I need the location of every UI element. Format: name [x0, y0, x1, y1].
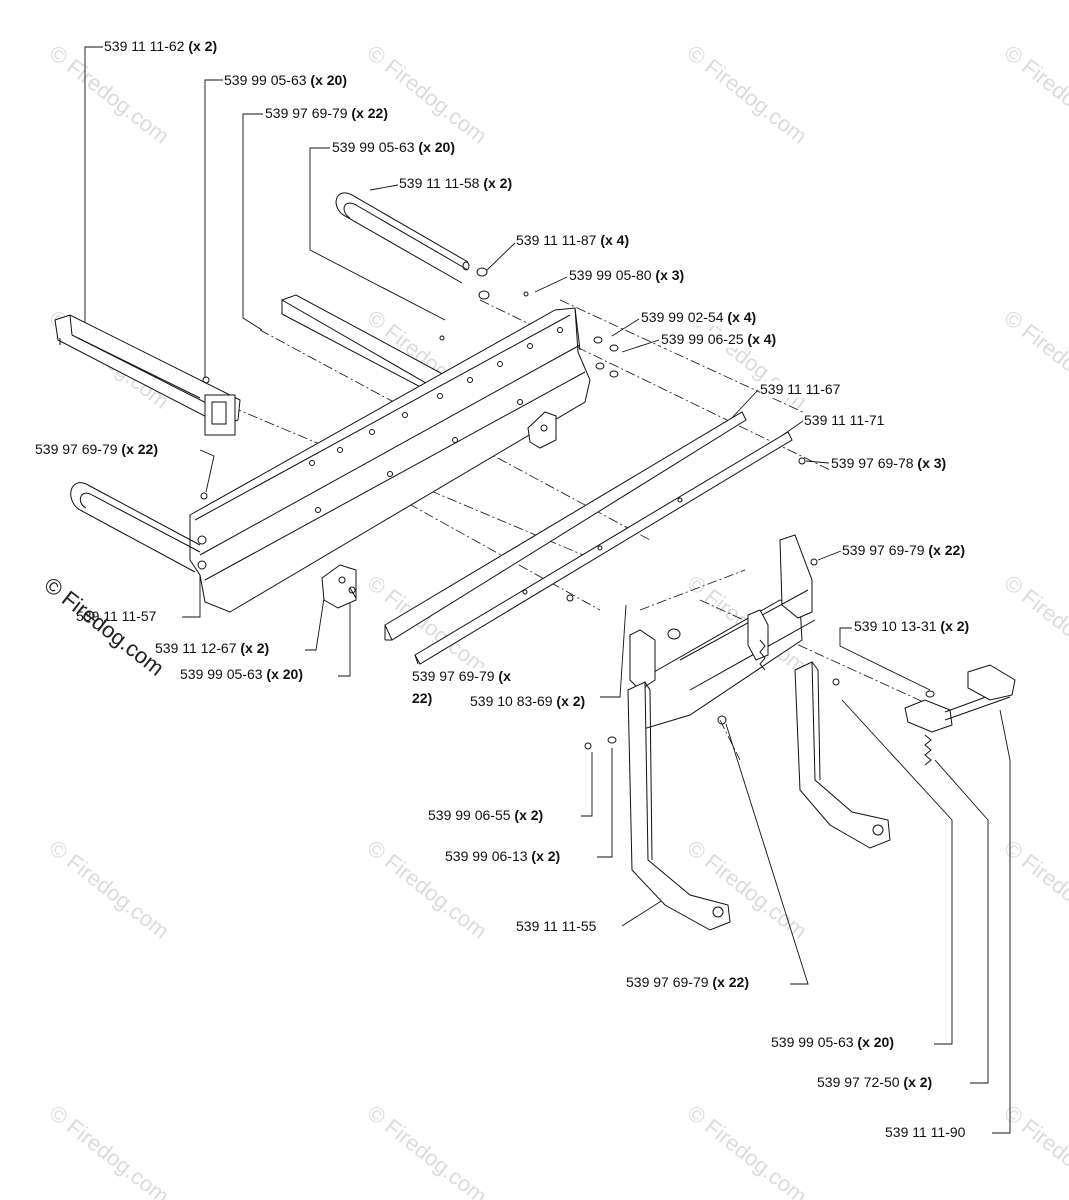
part-callout: 539 10 13-31 (x 2) — [854, 618, 970, 635]
part-callout: 539 97 69-79 (x 22) — [626, 974, 749, 991]
frame-bracket — [527, 411, 557, 449]
part-callout: 539 97 72-50 (x 2) — [817, 1074, 933, 1091]
part-number: 539 11 11-58 — [399, 175, 480, 191]
part-number: 539 97 69-78 — [831, 455, 914, 471]
part-quantity: (x 20) — [310, 72, 347, 88]
part-number: 539 99 05-63 — [224, 72, 307, 88]
part-quantity: (x 20) — [266, 666, 303, 682]
part-quantity: (x 22) — [928, 542, 965, 558]
latch-pin — [904, 664, 1016, 766]
part-quantity: (x 20) — [418, 139, 455, 155]
part-callout: 539 99 06-55 (x 2) — [428, 807, 544, 824]
part-quantity: (x 2) — [940, 618, 970, 634]
part-callout: 539 10 83-69 (x 2) — [470, 693, 586, 710]
part-number: 539 10 83-69 — [470, 693, 553, 709]
main-frame — [189, 307, 591, 613]
part-callout: 539 99 06-13 (x 2) — [445, 848, 561, 865]
part-number: 539 97 72-50 — [817, 1074, 900, 1090]
part-number: 539 11 11-67 — [760, 381, 841, 397]
left-leg — [627, 681, 731, 931]
part-quantity: (x 4) — [600, 232, 630, 248]
part-callout: 539 97 69-79 (x 22) — [35, 441, 158, 458]
part-callout: 539 11 11-55 — [516, 918, 597, 935]
part-callout: 539 99 05-80 (x 3) — [569, 267, 685, 284]
part-number: 539 97 69-79 — [265, 105, 348, 121]
upper-hairpin-pin — [335, 192, 470, 284]
part-quantity: (x 2) — [556, 693, 586, 709]
part-number: 539 97 69-79 — [412, 668, 495, 684]
part-number: 539 11 11-90 — [885, 1124, 966, 1140]
part-callout: 539 99 05-63 (x 20) — [180, 666, 303, 683]
part-quantity: (x 2) — [903, 1074, 933, 1090]
part-number: 539 97 69-79 — [35, 441, 118, 457]
part-number: 539 99 06-13 — [445, 848, 528, 864]
part-callout: 539 11 11-90 — [885, 1124, 966, 1141]
part-number: 539 99 05-63 — [332, 139, 415, 155]
part-quantity: (x 2) — [240, 640, 270, 656]
part-callout: 539 97 69-79 (x 22) — [265, 105, 388, 122]
left-hitch-post — [54, 314, 241, 436]
part-quantity: (x — [498, 668, 511, 684]
part-number: 539 99 05-80 — [569, 267, 652, 283]
part-quantity: (x 2) — [514, 807, 544, 823]
right-upright-frame — [629, 534, 816, 731]
part-quantity: (x 2) — [531, 848, 561, 864]
part-callout: 539 99 05-63 (x 20) — [332, 139, 455, 156]
part-quantity: 22) — [412, 690, 433, 706]
part-number: 539 11 11-55 — [516, 918, 597, 934]
part-quantity: (x 3) — [655, 267, 685, 283]
part-number: 539 99 05-63 — [771, 1034, 854, 1050]
part-number: 539 11 12-67 — [155, 640, 237, 656]
part-quantity: (x 2) — [483, 175, 513, 191]
small-bracket — [321, 564, 357, 609]
part-callout: 539 97 69-79 (x 22) — [842, 542, 965, 559]
part-number: 539 11 11-71 — [804, 412, 885, 428]
part-number: 539 99 06-25 — [661, 331, 744, 347]
part-callout: 539 11 11-62 (x 2) — [104, 38, 218, 55]
part-callout: 539 99 02-54 (x 4) — [641, 309, 757, 326]
part-callout: 539 97 69-78 (x 3) — [831, 455, 947, 472]
part-number: 539 97 69-79 — [626, 974, 709, 990]
part-callout: 539 11 11-71 — [804, 412, 885, 429]
part-callout: 539 11 11-57 — [76, 608, 156, 625]
angle-rail-lower — [414, 431, 793, 665]
part-callout: 539 99 06-25 (x 4) — [661, 331, 777, 348]
hardware-fasteners — [200, 267, 935, 750]
part-number: 539 99 02-54 — [641, 309, 724, 325]
leader-lines — [84, 46, 1011, 1134]
part-number: 539 97 69-79 — [842, 542, 925, 558]
part-callout-continuation: 22) — [412, 690, 433, 707]
lower-hairpin-pin — [70, 482, 201, 573]
part-quantity: (x 2) — [188, 38, 218, 54]
part-number: 539 11 11-57 — [76, 608, 157, 624]
part-number: 539 11 11-87 — [516, 232, 597, 248]
part-quantity: (x 4) — [747, 331, 777, 347]
part-callout: 539 11 11-58 (x 2) — [399, 175, 513, 192]
right-leg — [794, 661, 891, 849]
part-quantity: (x 3) — [917, 455, 947, 471]
part-callout: 539 97 69-79 (x — [412, 668, 511, 685]
part-callout: 539 99 05-63 (x 20) — [224, 72, 347, 89]
part-callout: 539 11 12-67 (x 2) — [155, 640, 270, 657]
part-callout: 539 99 05-63 (x 20) — [771, 1034, 894, 1051]
part-number: 539 10 13-31 — [854, 618, 937, 634]
part-number: 539 99 05-63 — [180, 666, 263, 682]
part-callout: 539 11 11-87 (x 4) — [516, 232, 630, 249]
part-number: 539 99 06-55 — [428, 807, 511, 823]
part-quantity: (x 4) — [727, 309, 757, 325]
part-quantity: (x 20) — [857, 1034, 894, 1050]
part-quantity: (x 22) — [351, 105, 388, 121]
part-callout: 539 11 11-67 — [760, 381, 841, 398]
part-quantity: (x 22) — [712, 974, 749, 990]
angle-rail-upper — [384, 411, 747, 641]
part-number: 539 11 11-62 — [104, 38, 185, 54]
part-quantity: (x 22) — [121, 441, 158, 457]
